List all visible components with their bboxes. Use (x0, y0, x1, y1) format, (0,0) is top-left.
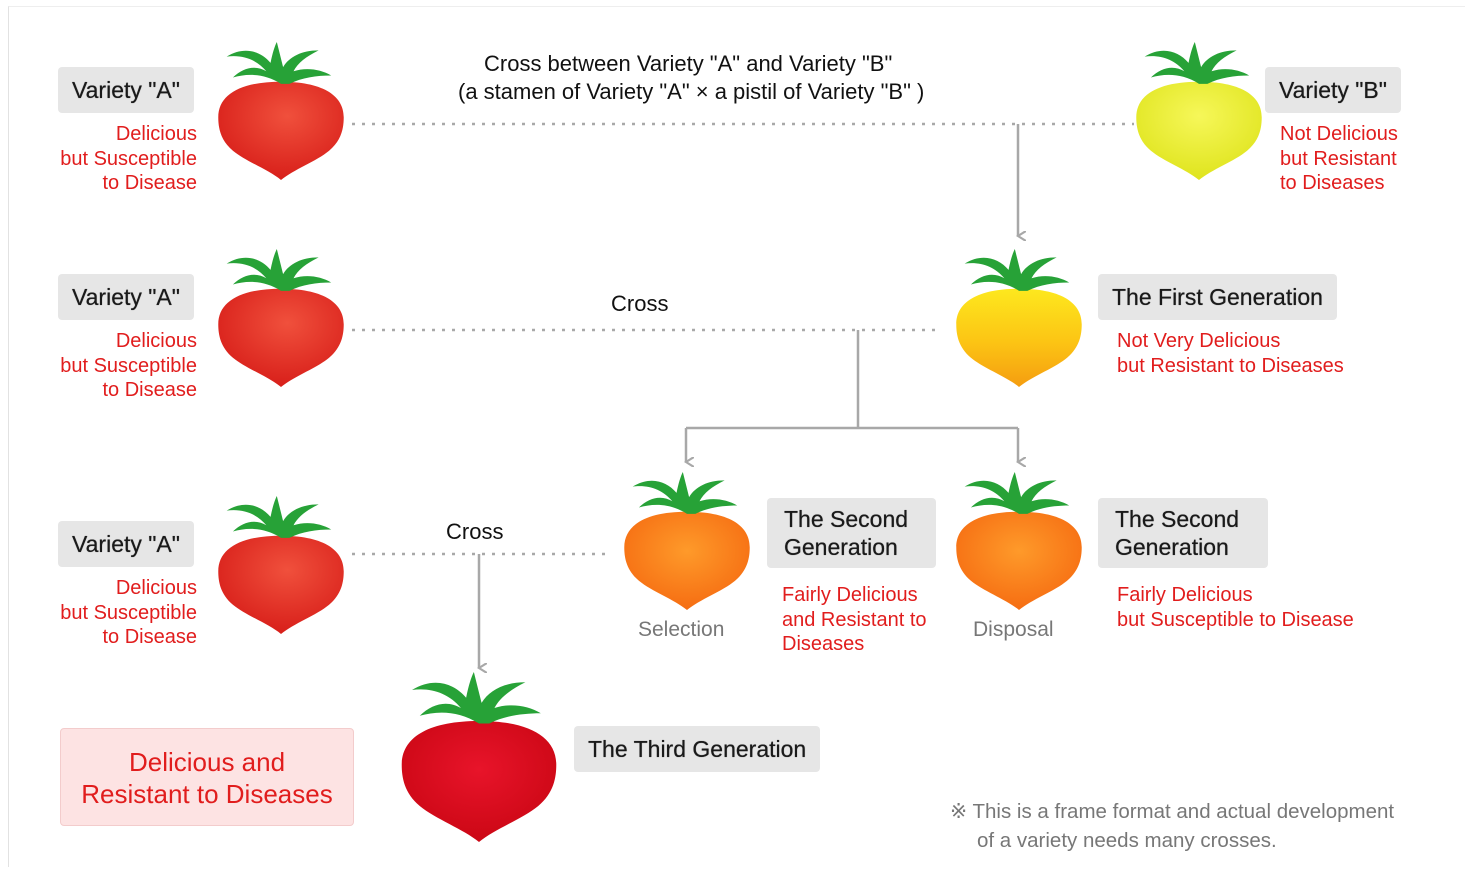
first-generation-tag: The First Generation (1098, 274, 1337, 320)
variety-a-tag: Variety "A" (58, 67, 194, 113)
second-generation-disposed-description: Fairly Delicious but Susceptible to Dise… (1117, 584, 1354, 631)
third-generation-tag: The Third Generation (574, 726, 821, 772)
tomato-red-icon (218, 42, 344, 180)
variety-b-tag: Variety "B" (1265, 67, 1401, 113)
second-generation-selected-tag: The Second Generation (767, 498, 936, 568)
variety-a-description: Delicious but Susceptible to Disease (60, 577, 197, 648)
variety-b-description: Not Delicious but Resistant to Diseases (1280, 123, 1398, 194)
tomato-red-icon (218, 496, 344, 634)
tomato-gold-icon (956, 249, 1082, 387)
variety-a-description: Delicious but Susceptible to Disease (60, 330, 197, 401)
second-generation-disposed-tag: The Second Generation (1098, 498, 1268, 568)
variety-a-description: Delicious but Susceptible to Disease (60, 123, 197, 194)
split-arrows (686, 330, 1018, 462)
disposal-label: Disposal (973, 618, 1054, 641)
cross-label: Cross (446, 519, 504, 544)
diagram-frame (8, 6, 1465, 867)
variety-a-tag: Variety "A" (58, 274, 194, 320)
footnote: ※ This is a frame format and actual deve… (950, 800, 1395, 852)
tomato-deep-red-icon (401, 672, 557, 842)
first-generation-description: Not Very Delicious but Resistant to Dise… (1117, 330, 1344, 377)
tomato-orange-icon (624, 472, 750, 610)
result-box: Delicious and Resistant to Diseases (60, 728, 354, 826)
tomato-yellow-icon (1136, 42, 1262, 180)
tomato-orange-icon (956, 472, 1082, 610)
cross-title-line2: (a stamen of Variety "A" × a pistil of V… (458, 79, 925, 104)
tomato-red-icon (218, 249, 344, 387)
variety-a-tag: Variety "A" (58, 521, 194, 567)
selection-label: Selection (638, 618, 725, 641)
cross-label: Cross (611, 291, 669, 316)
second-generation-selected-description: Fairly Delicious and Resistant to Diseas… (782, 584, 927, 655)
cross-title-line1: Cross between Variety "A" and Variety "B… (484, 51, 893, 76)
